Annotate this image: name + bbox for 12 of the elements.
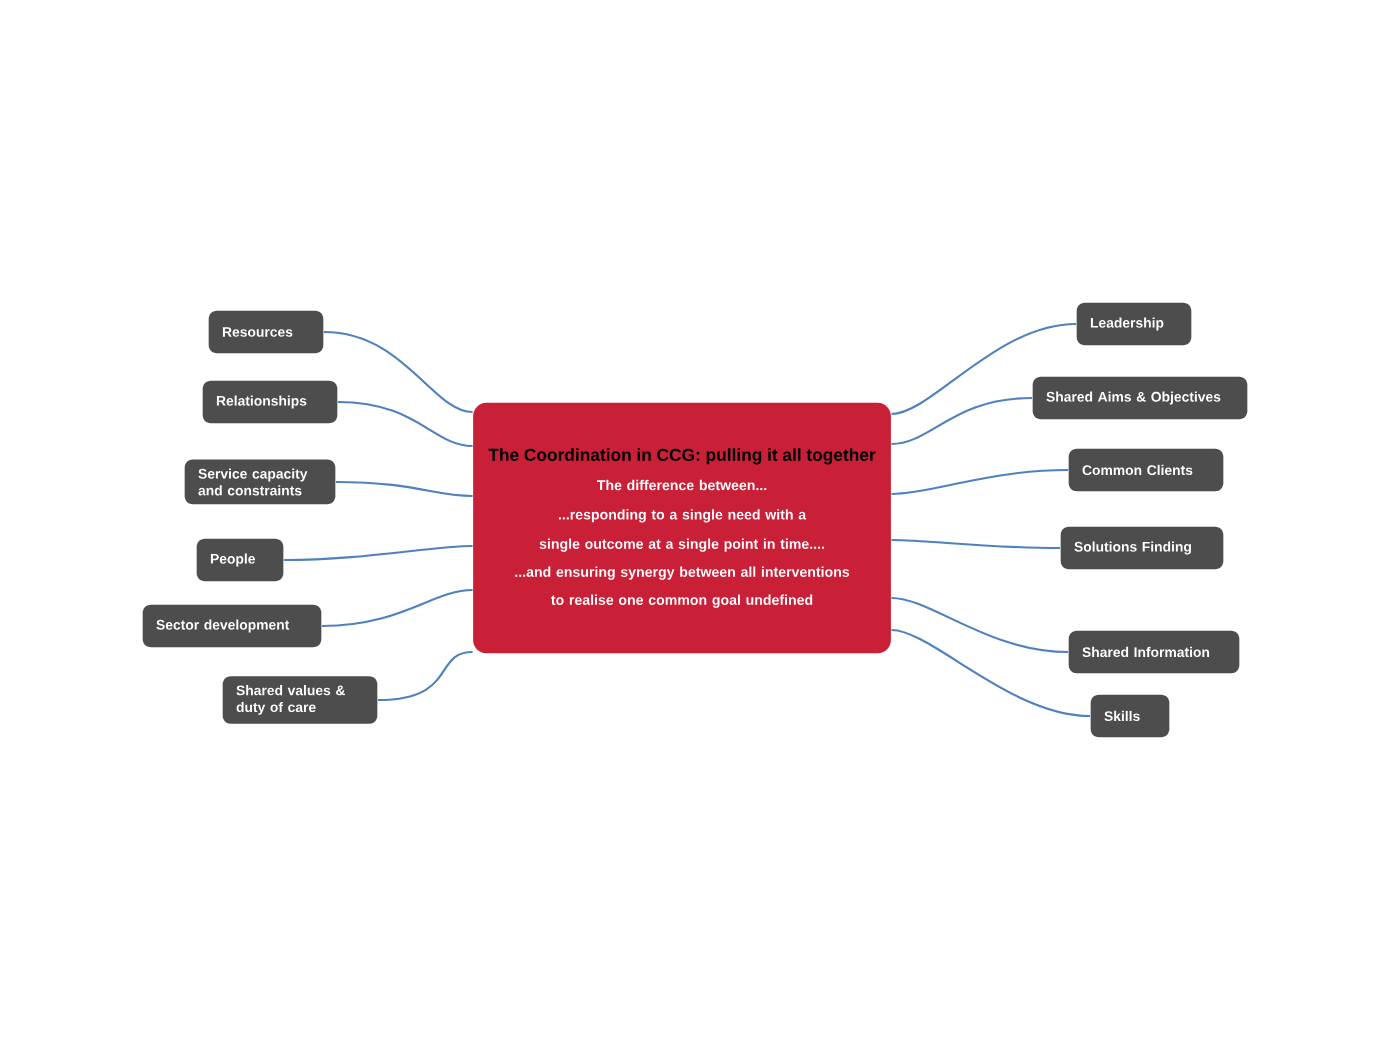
connector-line bbox=[891, 468, 1069, 496]
connector-line bbox=[377, 650, 473, 702]
connector-line bbox=[323, 330, 473, 414]
connector-line bbox=[335, 480, 473, 498]
connector-line bbox=[321, 588, 473, 628]
connector-line bbox=[891, 628, 1091, 718]
connector-line bbox=[337, 400, 473, 448]
connector-line bbox=[283, 544, 473, 562]
connector-line bbox=[891, 322, 1077, 416]
connector-line bbox=[891, 396, 1033, 446]
connector-line bbox=[891, 538, 1061, 550]
connector-line bbox=[891, 596, 1069, 654]
